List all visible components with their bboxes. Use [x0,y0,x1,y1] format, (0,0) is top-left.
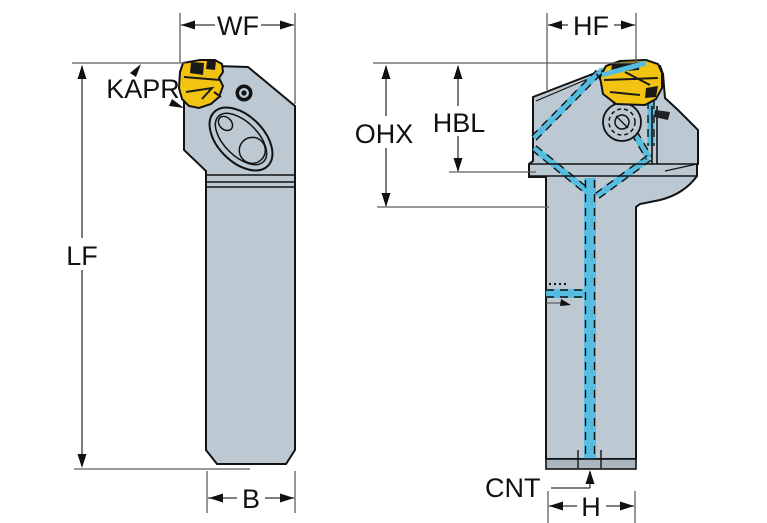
front-clamp-slot [208,106,274,172]
dim-label-hbl: HBL [433,108,486,138]
dim-h: H [549,490,634,522]
dimensions: WF HF LF KAPR B [60,8,637,523]
extension-lines [72,13,637,523]
dim-cnt: CNT [485,470,595,503]
kapr-arrow-top [130,64,141,77]
front-view [130,59,296,465]
dim-b: B [208,482,294,514]
dim-label-hf: HF [573,11,609,41]
side-body [528,60,699,460]
dim-hbl: HBL [428,65,490,172]
side-facet-lines [535,74,698,172]
side-insert [598,58,663,107]
front-insert [177,59,225,110]
kapr-arrow-edge [169,99,184,108]
dim-label-lf: LF [66,241,98,271]
dim-label-h: H [581,492,601,522]
dim-lf: LF [60,65,104,468]
front-body [183,63,296,465]
dim-label-kapr: KAPR [106,74,180,104]
dim-label-cnt: CNT [485,473,541,503]
dim-label-b: B [242,484,260,514]
dim-ohx: OHX [351,65,417,207]
coolant-leader-arrow [560,299,571,306]
side-screw-boss [602,102,642,142]
side-end-band [545,450,637,470]
front-screw-hole [235,84,253,102]
side-clamp-wedge [654,110,670,120]
dim-label-ohx: OHX [355,119,414,149]
side-view [528,58,699,470]
dim-label-wf: WF [217,11,259,41]
front-joint-lines [206,174,295,188]
dim-wf: WF [181,8,294,41]
dim-hf: HF [548,8,635,41]
